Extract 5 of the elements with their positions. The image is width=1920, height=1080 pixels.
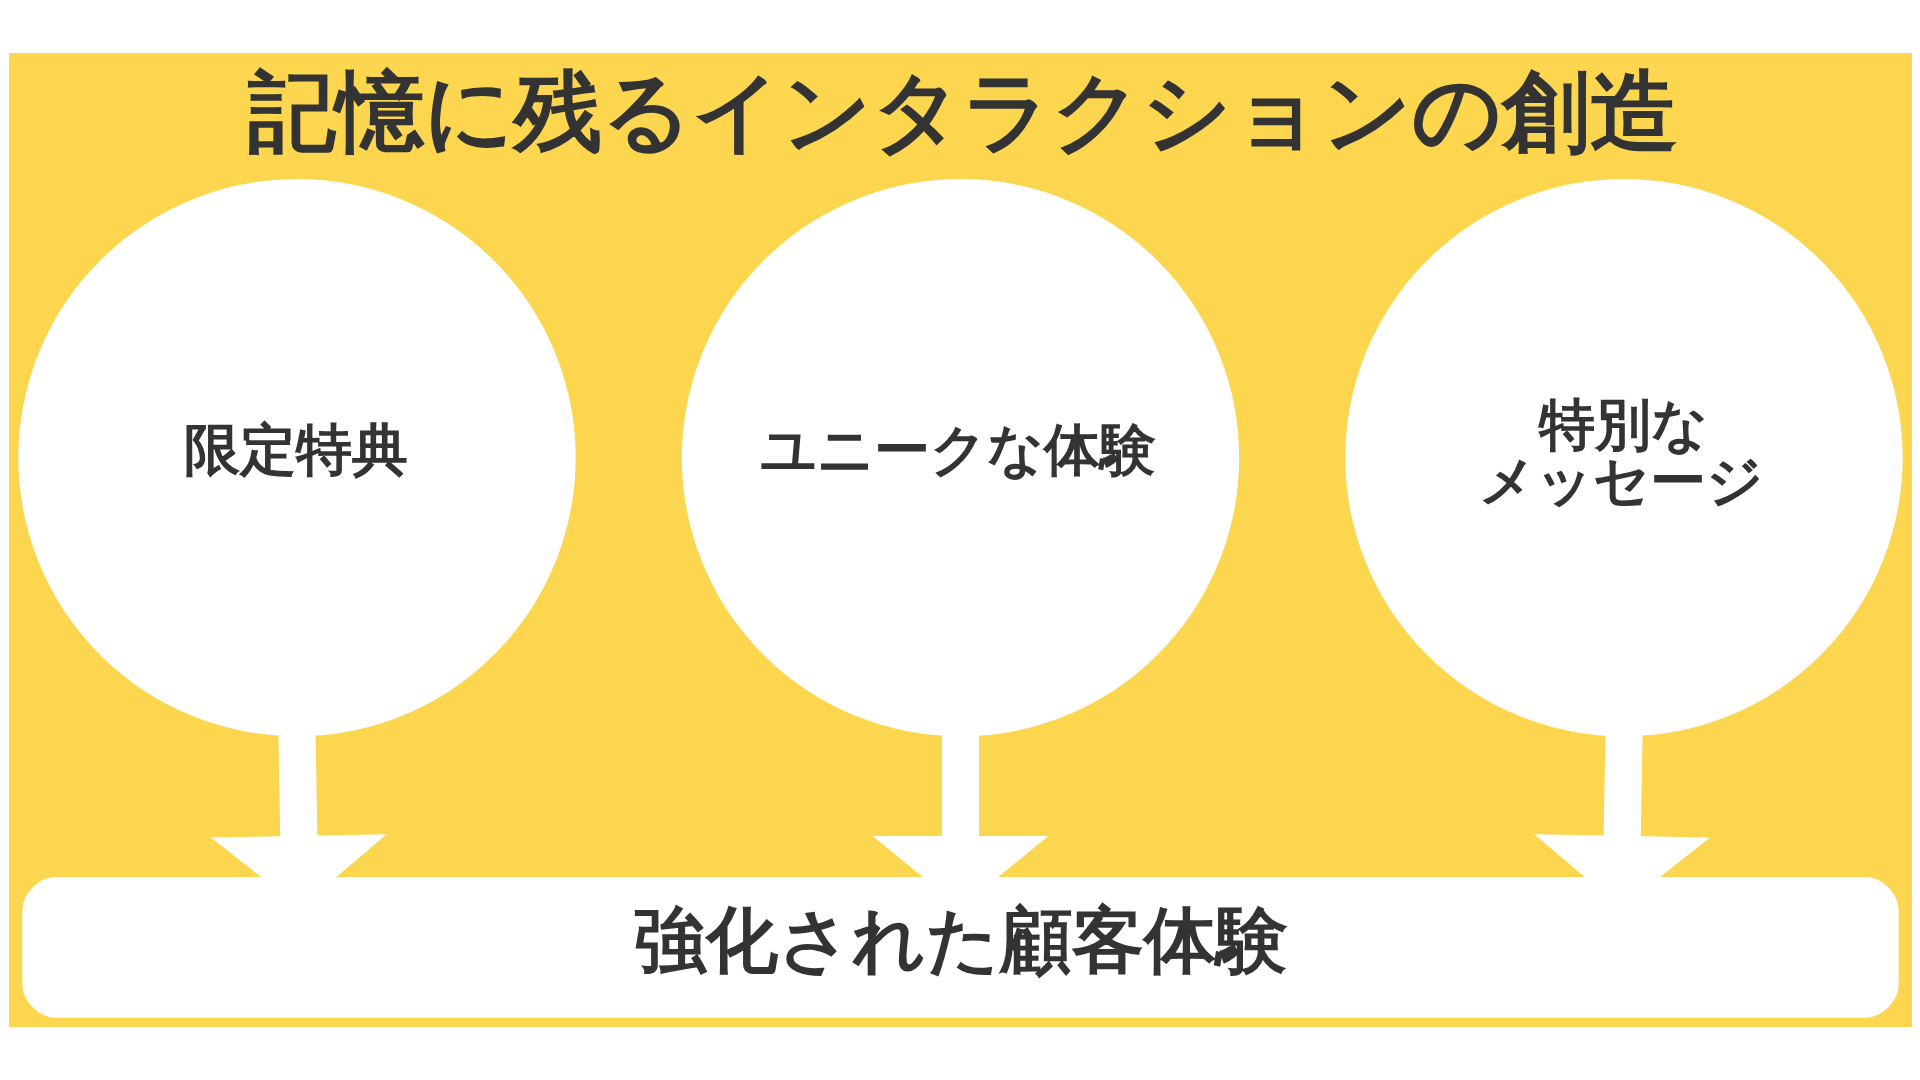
node-circle: 特別なメッセージ (1344, 179, 1903, 737)
node-box: 強化された顧客体験 (21, 877, 1899, 1018)
diagram-title: 記憶に残るインタラクションの創造 (247, 60, 1678, 163)
node-circle: ユニークな体験 (681, 179, 1239, 737)
node-circle: 限定特典 (17, 179, 576, 737)
